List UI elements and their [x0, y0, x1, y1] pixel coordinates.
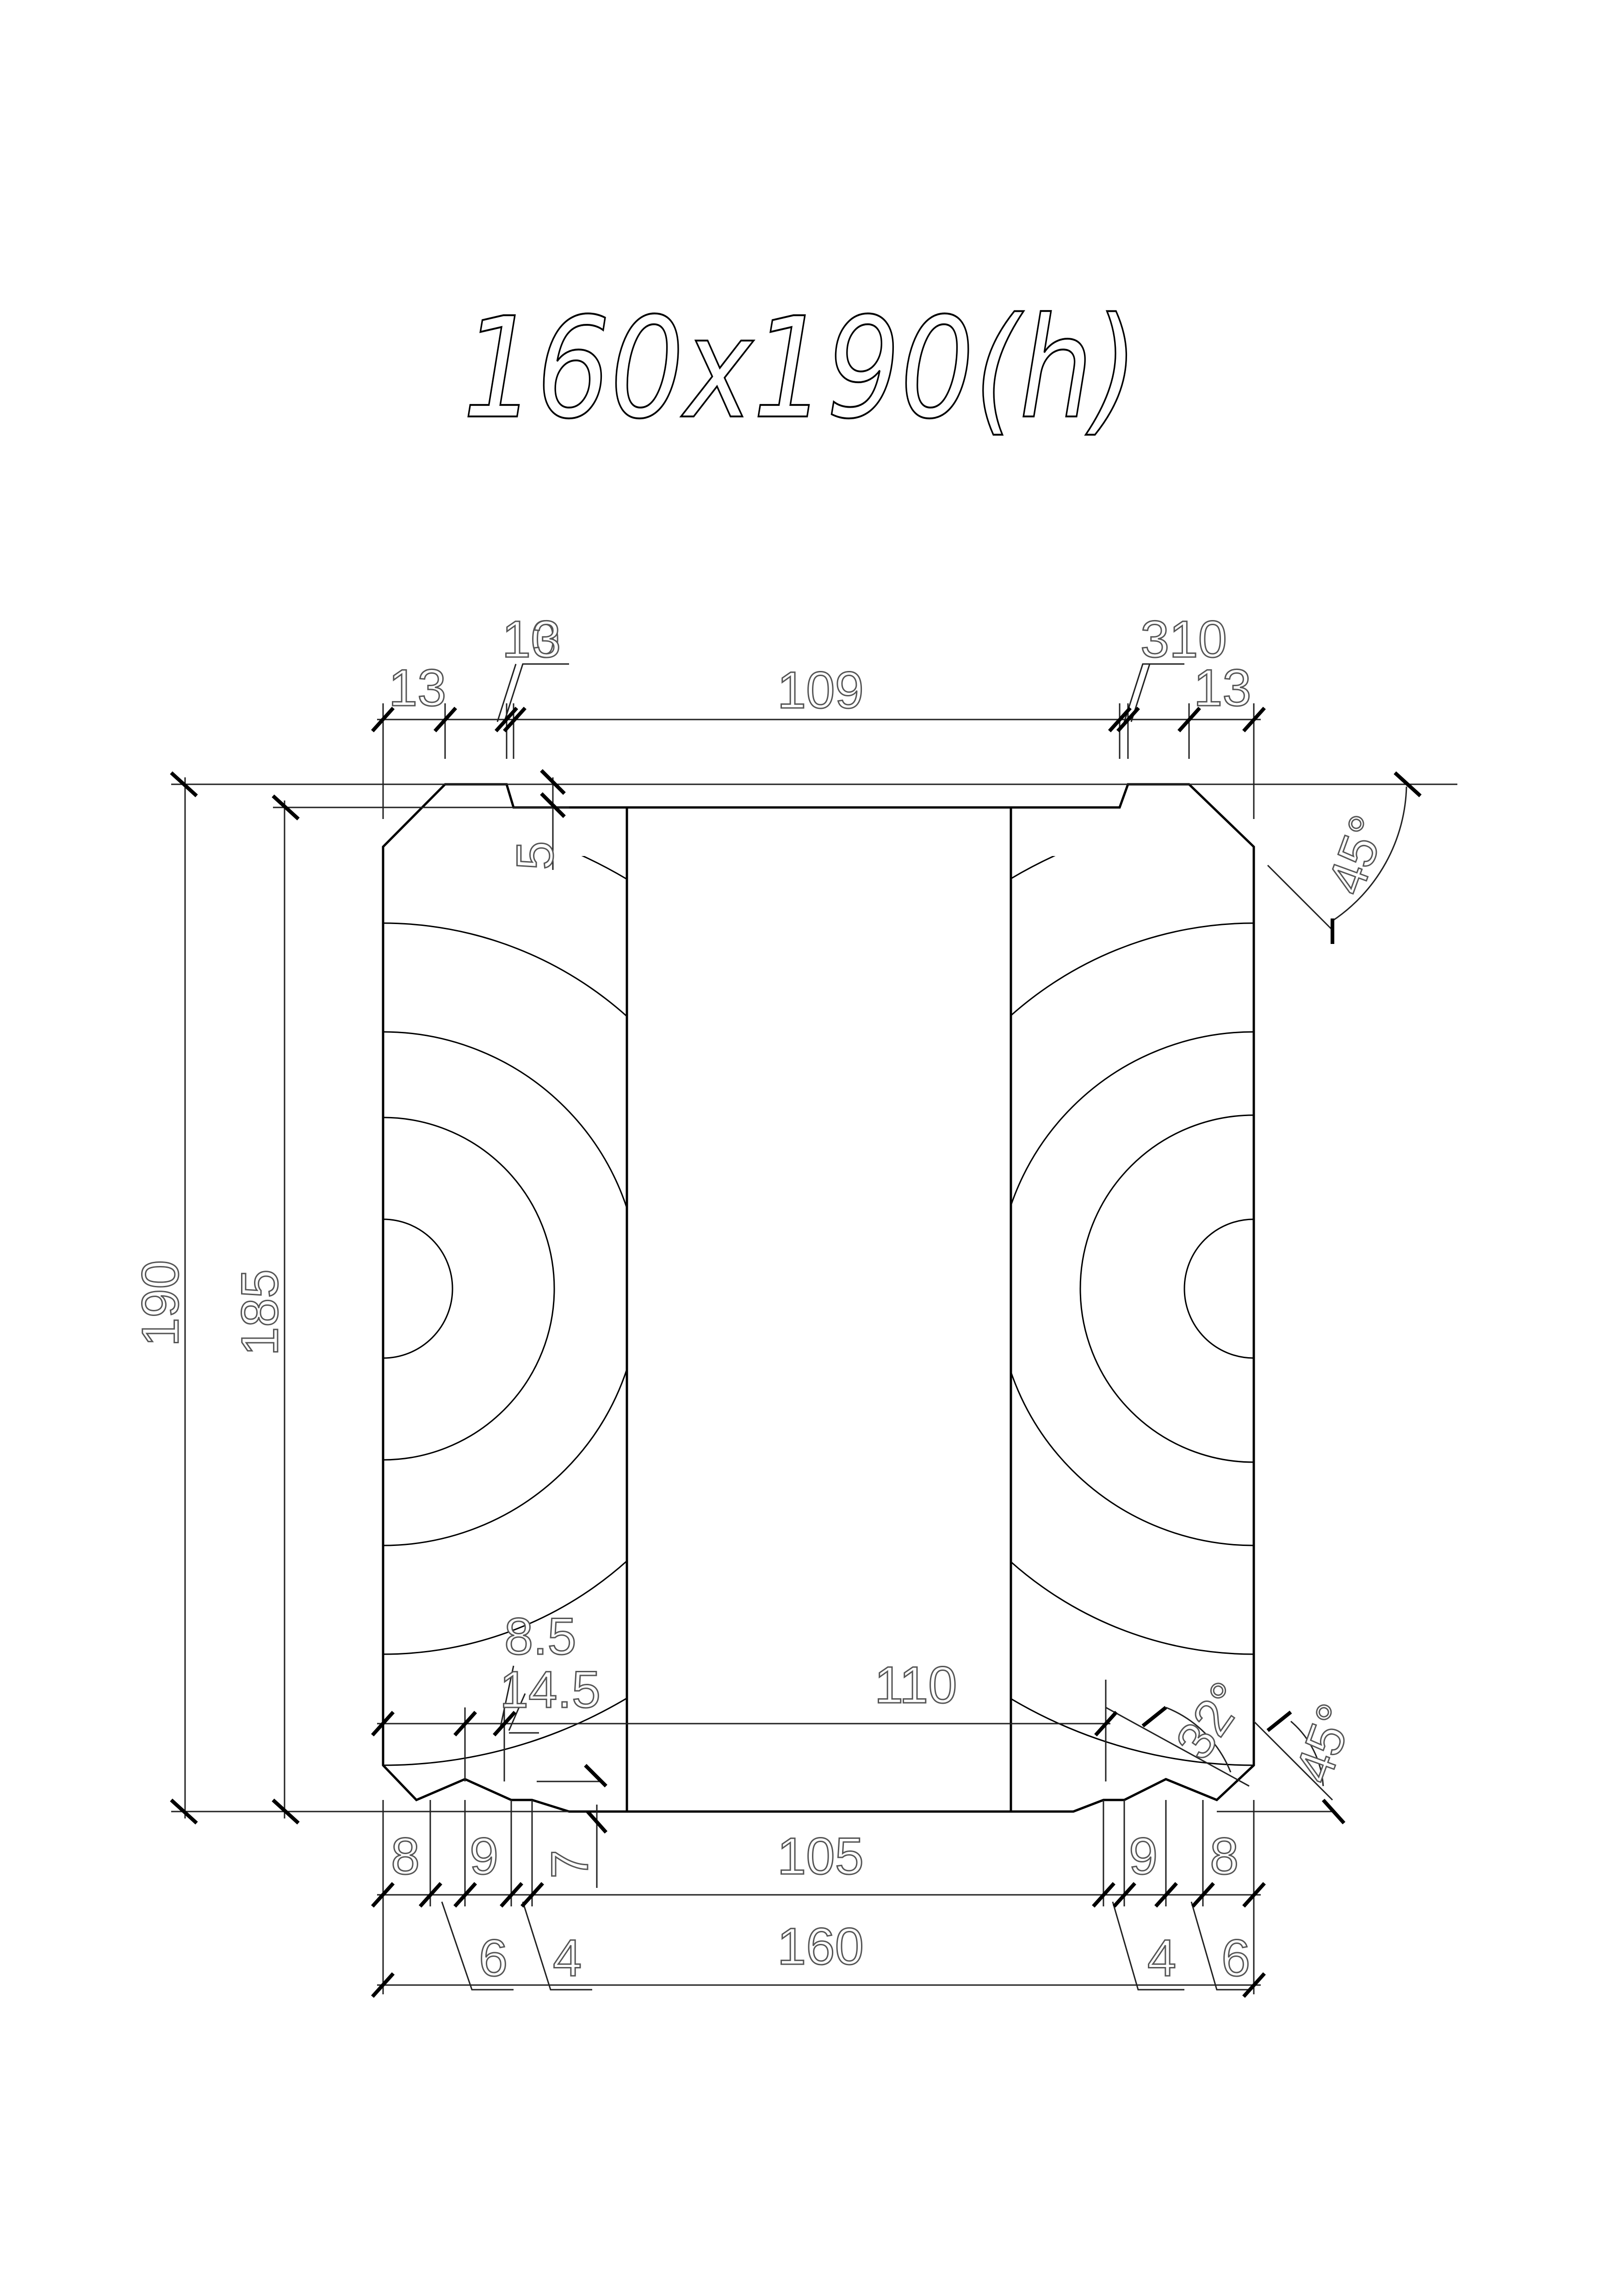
dim-label: 4: [1147, 1929, 1176, 1987]
grain-ring: [1079, 1114, 1254, 1463]
grain-ring: [1183, 1218, 1254, 1359]
drawing-title: 160x190(h): [463, 288, 1138, 449]
dim-label: 8: [391, 1827, 420, 1885]
dim-label: 4: [553, 1929, 582, 1987]
dim-label: 13: [1194, 659, 1251, 717]
dim-label: 5: [506, 841, 564, 870]
center-core: [626, 806, 1012, 1813]
dimension-ticks: [170, 707, 1422, 1998]
dim-label: 6: [1221, 1929, 1250, 1987]
dim-label: 109: [777, 661, 864, 719]
dim-label: 9: [1129, 1827, 1158, 1885]
dim-label: 310: [1140, 610, 1227, 668]
dim-label: 110: [874, 1656, 957, 1714]
grain-ring: [1011, 856, 1254, 1766]
right-profile: [1010, 783, 1255, 1813]
dim-label: 8: [1210, 1827, 1239, 1885]
dim-label: 7: [541, 1850, 599, 1879]
dim-label: 13: [389, 659, 446, 717]
dim-label: 9: [470, 1827, 498, 1885]
grain-ring: [383, 856, 627, 1766]
dim-label: 3: [532, 610, 561, 668]
grain-rings-right: [1011, 856, 1254, 1766]
dim-label: 10: [502, 610, 560, 668]
dim-label: 45°: [1316, 808, 1397, 901]
dim-label: 32°: [1165, 1672, 1257, 1769]
dim-label: 45°: [1284, 1696, 1365, 1790]
dim-label: 160: [777, 1917, 864, 1975]
grain-ring: [383, 1117, 555, 1461]
dim-label: 6: [479, 1929, 508, 1987]
dim-label: 185: [231, 1269, 289, 1356]
grain-ring: [383, 1218, 453, 1359]
grain-rings-left: [383, 856, 627, 1766]
dimension-labels: 13 10 3 109 310 13 5 45° 190 185 8.5 14.…: [131, 610, 1398, 1988]
dim-label: 105: [777, 1827, 864, 1885]
dim-label: 8.5: [504, 1607, 576, 1665]
dim-label: 14.5: [500, 1661, 601, 1719]
dimension-lines: [171, 663, 1457, 1994]
dim-label: 190: [131, 1260, 189, 1347]
